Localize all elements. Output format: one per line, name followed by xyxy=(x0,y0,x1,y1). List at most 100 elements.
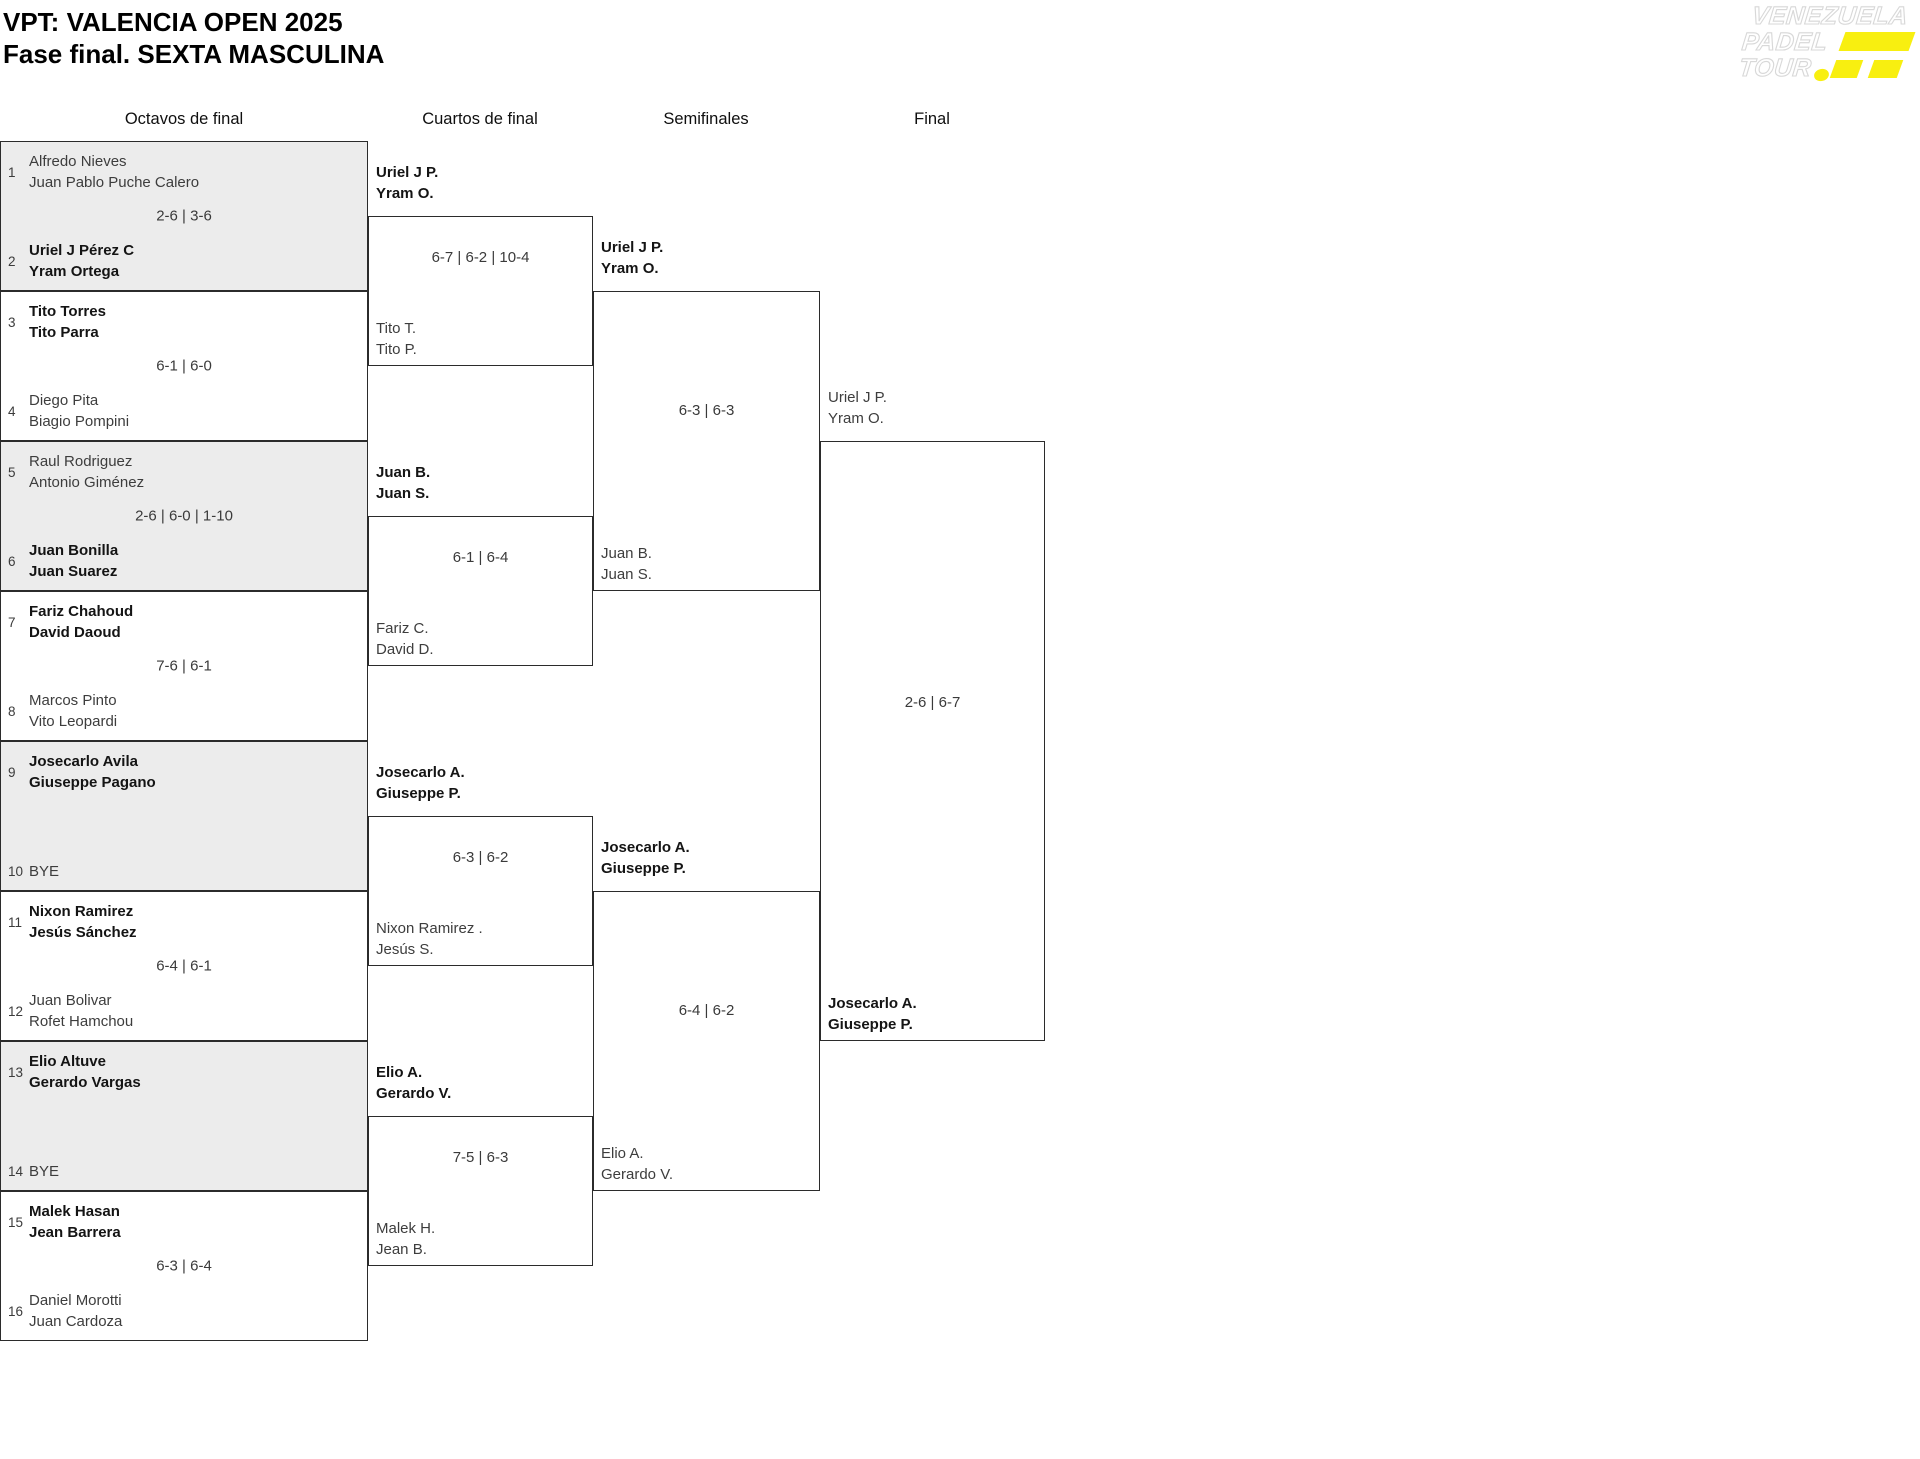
quarterfinal-match-box xyxy=(368,216,593,366)
logo-word-padel: PADEL xyxy=(1740,27,1829,56)
team-seed: 6 xyxy=(8,553,16,569)
match-score: 7-6 | 6-1 xyxy=(156,657,212,675)
quarterfinal-team-entry: Juan B. Juan S. xyxy=(376,462,430,504)
quarterfinal-team-entry: Tito T.Tito P. xyxy=(376,318,417,360)
team-names: Uriel J Pérez C Yram Ortega xyxy=(29,240,134,282)
team-name: Josecarlo A. xyxy=(376,764,465,781)
team-name: Yram O. xyxy=(376,185,434,202)
team-name: Juan S. xyxy=(376,485,430,502)
team-name: Tito Parra xyxy=(29,324,99,341)
final-match-score: 2-6 | 6-7 xyxy=(904,694,961,711)
quarterfinal-match-score: 6-3 | 6-2 xyxy=(452,849,509,866)
quarterfinal-team-entry: Malek H.Jean B. xyxy=(376,1218,435,1260)
team-name: Yram O. xyxy=(601,260,659,277)
team-name: Giuseppe P. xyxy=(828,1016,913,1033)
team-name: Jesús Sánchez xyxy=(29,924,137,941)
team-seed: 2 xyxy=(8,253,16,269)
team-seed: 4 xyxy=(8,403,16,419)
team-names: BYE xyxy=(29,1161,59,1182)
quarterfinal-match-box xyxy=(368,816,593,966)
team-name: BYE xyxy=(29,1163,60,1180)
team-name: Juan Bonilla xyxy=(29,542,119,559)
semifinal-match-box xyxy=(593,291,820,591)
team-names: Nixon Ramirez .Jesús S. xyxy=(376,918,483,960)
team-name: Gerardo Vargas xyxy=(29,1074,141,1091)
match-score: 6-3 | 6-4 xyxy=(156,1257,212,1275)
team-name: Tito Torres xyxy=(29,303,106,320)
team-names: Juan B. Juan S. xyxy=(376,462,430,504)
round-header-final: Final xyxy=(914,110,950,128)
team-seed: 10 xyxy=(8,864,24,879)
logo-yellow-bar xyxy=(1838,32,1916,51)
team-name: Fariz Chahoud xyxy=(29,603,134,620)
semifinal-team-entry: Elio A.Gerardo V. xyxy=(601,1143,673,1185)
team-name: Vito Leopardi xyxy=(29,713,118,730)
match-score: 2-6 | 6-0 | 1-10 xyxy=(135,507,233,525)
page-title: VPT: VALENCIA OPEN 2025 Fase final. SEXT… xyxy=(3,6,384,70)
team-seed: 7 xyxy=(8,614,16,630)
round-header-semifinales: Semifinales xyxy=(663,110,749,128)
team-seed: 8 xyxy=(8,703,16,719)
final-match-box xyxy=(820,441,1045,1041)
team-name: BYE xyxy=(29,863,60,880)
match-score: 6-4 | 6-1 xyxy=(156,957,212,975)
team-name: Raul Rodriguez xyxy=(29,453,133,470)
team-names: Josecarlo A.Giuseppe P. xyxy=(376,762,465,804)
team-names: Juan B.Juan S. xyxy=(601,543,652,585)
team-name: Elio A. xyxy=(601,1145,644,1162)
quarterfinal-match-score: 7-5 | 6-3 xyxy=(452,1149,509,1166)
team-name: Giuseppe Pagano xyxy=(29,774,156,791)
team-name: Juan B. xyxy=(601,545,652,562)
team-name: Uriel J P. xyxy=(828,389,887,406)
logo-yellow-bar xyxy=(1829,60,1864,78)
team-seed: 3 xyxy=(8,314,16,330)
quarterfinal-match-score: 6-7 | 6-2 | 10-4 xyxy=(431,249,530,266)
team-name: Uriel J Pérez C xyxy=(29,242,135,259)
quarterfinal-team-entry: Nixon Ramirez .Jesús S. xyxy=(376,918,483,960)
team-names: Elio A.Gerardo V. xyxy=(601,1143,673,1185)
team-name: Juan B. xyxy=(376,464,431,481)
team-name: Jean Barrera xyxy=(29,1224,121,1241)
team-seed: 16 xyxy=(8,1303,24,1319)
team-name: Elio Altuve xyxy=(29,1053,106,1070)
team-names: Elio A.Gerardo V. xyxy=(376,1062,451,1104)
quarterfinal-team-entry: Josecarlo A.Giuseppe P. xyxy=(376,762,465,804)
team-name: Yram Ortega xyxy=(29,263,120,280)
logo-yellow-dot xyxy=(1812,67,1831,83)
team-name: David D. xyxy=(376,641,434,658)
team-name: Uriel J P. xyxy=(601,239,664,256)
team-name: Malek Hasan xyxy=(29,1203,120,1220)
quarterfinal-match-box xyxy=(368,516,593,666)
tournament-title: VPT: VALENCIA OPEN 2025 xyxy=(3,7,343,37)
team-name: Antonio Giménez xyxy=(29,474,145,491)
team-name: Juan Cardoza xyxy=(29,1313,123,1330)
round-header-cuartos: Cuartos de final xyxy=(422,110,538,128)
bracket-subtitle: Fase final. SEXTA MASCULINA xyxy=(3,39,385,69)
match-score: 6-1 | 6-0 xyxy=(156,357,212,375)
semifinal-match-box xyxy=(593,891,820,1191)
round-header-octavos: Octavos de final xyxy=(124,110,244,128)
